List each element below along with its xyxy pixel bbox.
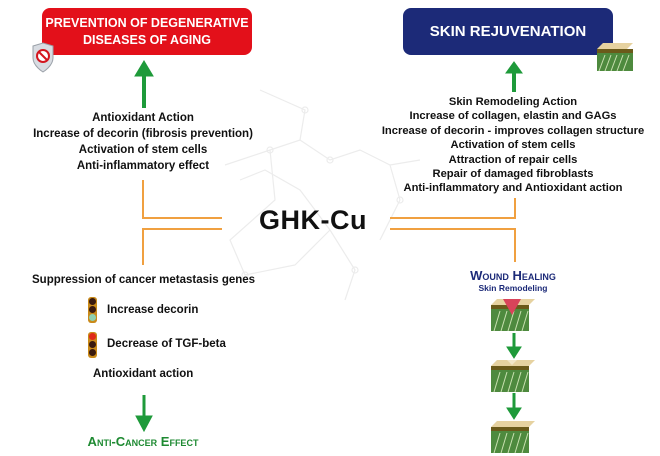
wound-healing-subtitle: Skin Remodeling: [478, 283, 548, 293]
mechanism-item: Anti-inflammatory and Antioxidant action: [403, 182, 623, 195]
traffic-light-green-icon: [88, 297, 97, 323]
cancer-item: Increase decorin: [107, 304, 199, 316]
mechanism-item: Increase of decorin - improves collagen …: [381, 124, 645, 137]
ghk-cu-label: GHK-Cu: [259, 205, 367, 235]
mechanism-item: Increase of collagen, elastin and GAGs: [409, 110, 617, 123]
skin-rejuvenation-title: SKIN REJUVENATION: [429, 23, 587, 40]
shield-prohibited-icon: [32, 42, 54, 73]
wound-healing-title: Wound Healing: [470, 268, 556, 283]
wound-healing-heading: Wound Healing Skin Remodeling: [470, 268, 556, 293]
skin-healed-icon: [491, 421, 535, 453]
prevention-title-line1: PREVENTION OF DEGENERATIVE: [45, 15, 249, 30]
cancer-heading: Suppression of cancer metastasis genes: [32, 274, 256, 286]
cancer-item: Decrease of TGF-beta: [107, 338, 226, 350]
mechanism-item: Anti-inflammatory effect: [76, 160, 210, 172]
cancer-extra: Antioxidant action: [93, 368, 194, 380]
mechanism-item: Increase of decorin (fibrosis prevention…: [33, 128, 253, 140]
prevention-aging-box: PREVENTION OF DEGENERATIVE DISEASES OF A…: [42, 8, 252, 55]
anti-cancer-effect-label: Anti-Cancer Effect: [87, 434, 199, 449]
mechanism-item: Repair of damaged fibroblasts: [432, 168, 594, 181]
rejuvenation-mechanisms-list: Skin Remodeling Action Increase of colla…: [382, 95, 644, 196]
skin-rejuvenation-box: SKIN REJUVENATION: [403, 8, 613, 55]
skin-wound-icon: [491, 299, 535, 331]
mechanism-item: Antioxidant Action: [92, 112, 194, 124]
prevention-title-line2: DISEASES OF AGING: [82, 32, 212, 47]
mechanism-item: Attraction of repair cells: [448, 153, 578, 166]
mechanism-item: Activation of stem cells: [78, 144, 208, 156]
skin-layer-icon: [597, 43, 633, 71]
skin-healing-icon: [491, 360, 535, 392]
mechanism-item: Activation of stem cells: [450, 139, 576, 152]
prevention-mechanisms-list: Antioxidant Action Increase of decorin (…: [33, 110, 253, 174]
traffic-light-red-icon: [88, 332, 97, 358]
mechanism-item: Skin Remodeling Action: [448, 96, 578, 108]
